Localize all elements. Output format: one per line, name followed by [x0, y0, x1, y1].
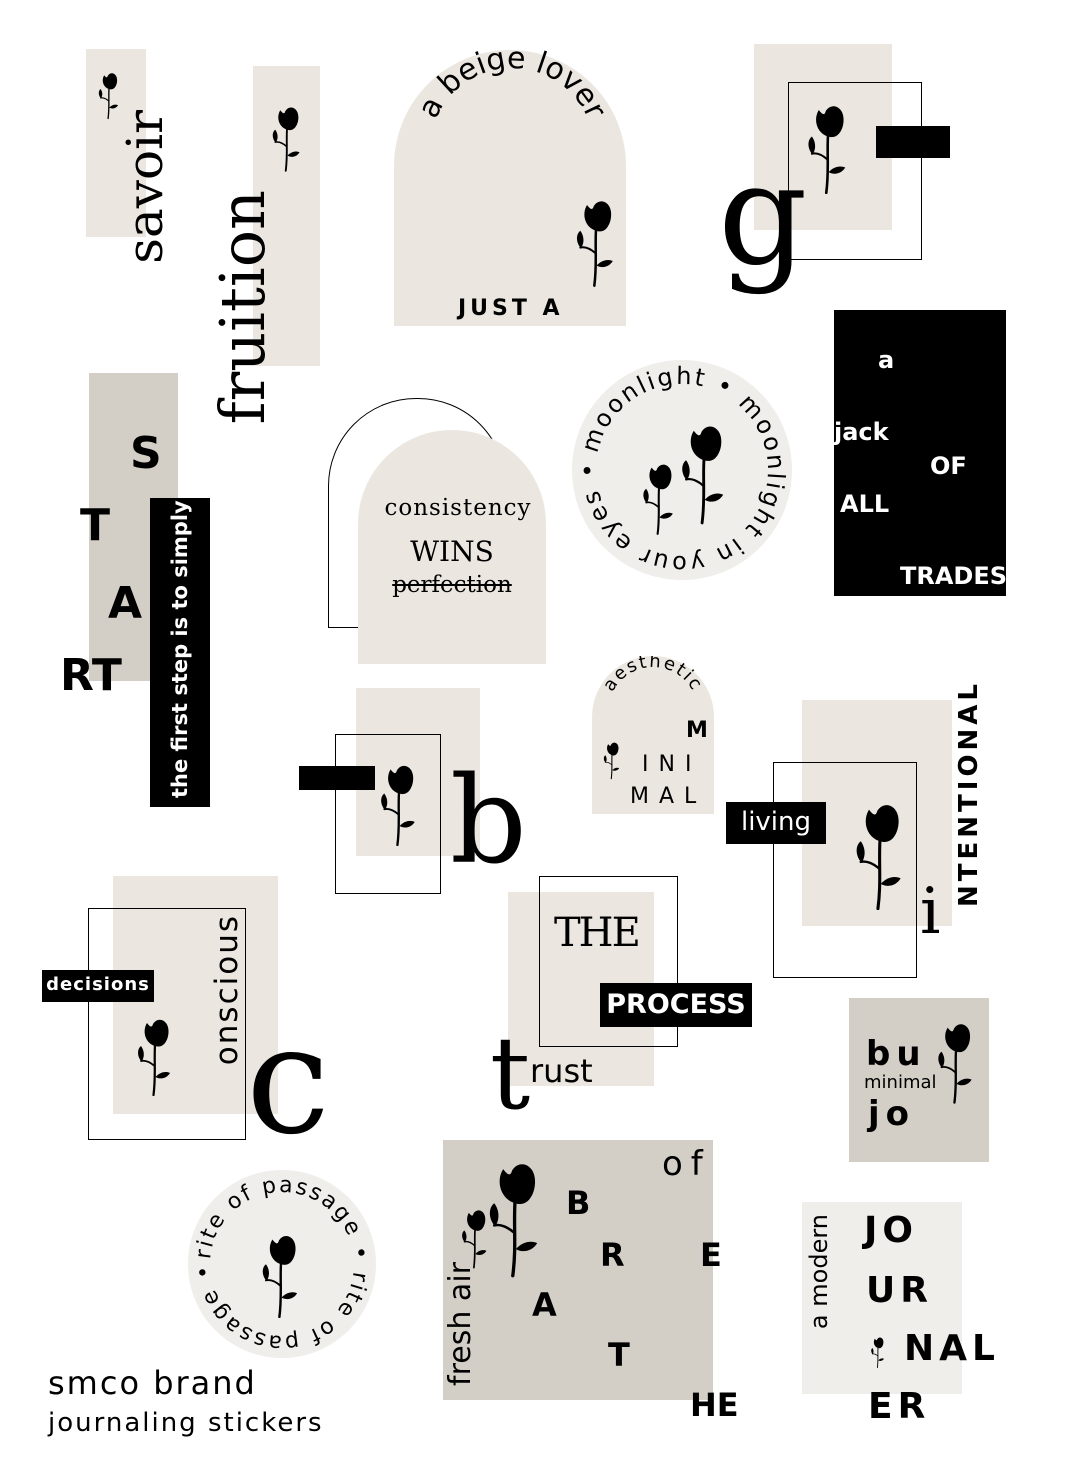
process-sticker-frame — [539, 876, 678, 1047]
flower-icon — [636, 460, 682, 536]
b-sticker-bar — [299, 766, 375, 790]
the-text: THE — [554, 910, 641, 956]
trust-rust: rust — [530, 1052, 593, 1090]
savoir-text: savoir — [116, 110, 174, 264]
brand-tagline: journaling stickers — [48, 1408, 324, 1438]
breathe-he: HE — [690, 1386, 739, 1424]
intentional-word: NTENTIONAL — [954, 680, 984, 907]
jack-line-4: ALL — [840, 490, 890, 518]
bujo-jo: jo — [868, 1094, 916, 1134]
decisions-label: decisions — [42, 970, 154, 1002]
just-a-text: JUST A — [458, 296, 564, 321]
start-rt: RT — [60, 650, 122, 701]
a-modern-text: a modern — [805, 1214, 833, 1330]
moonlight-sticker — [572, 360, 792, 580]
conscious-c: c — [246, 994, 331, 1168]
beige-lover-arc: a beige lover — [411, 50, 613, 124]
consistency-line-3: perfection — [392, 572, 512, 598]
journal-jo: JO — [864, 1210, 918, 1251]
breathe-t: T — [608, 1336, 630, 1374]
fresh-air-text: fresh air — [443, 1262, 478, 1386]
aesthetic-arc: aesthetic — [599, 656, 708, 695]
brand-name: smco brand — [48, 1364, 257, 1402]
b-sticker-frame — [335, 734, 441, 894]
jack-line-2: jack — [834, 418, 889, 446]
flower-icon — [266, 78, 308, 198]
fruition-text: fruition — [206, 190, 279, 425]
journal-sticker — [802, 1202, 962, 1394]
first-step-strip — [150, 498, 210, 807]
start-t: T — [80, 500, 111, 551]
consistency-sticker — [358, 430, 546, 664]
flower-icon — [868, 1326, 888, 1378]
consistency-line-2: WINS — [410, 535, 494, 568]
beige-lover-sticker — [394, 50, 626, 326]
breathe-r: R — [600, 1236, 625, 1274]
jack-line-1: a — [878, 346, 895, 374]
flower-icon — [372, 762, 426, 846]
moonlight-ring: moonlight • moonlight in your eyes • — [574, 362, 790, 578]
intentional-sticker-frame — [773, 762, 917, 978]
minimal-line-2: INI — [642, 752, 702, 777]
consistency-line-1: consistency — [384, 495, 532, 521]
start-s: S — [130, 428, 162, 479]
b-letter: b — [450, 752, 527, 891]
bujo-minimal: minimal — [864, 1072, 937, 1093]
jack-line-5: TRADES — [900, 562, 1006, 590]
living-label: living — [726, 802, 826, 844]
g-letter: g — [718, 134, 808, 297]
jack-line-3: OF — [930, 452, 967, 480]
svg-text:a beige lover: a beige lover — [411, 50, 613, 124]
breathe-e: E — [700, 1236, 722, 1274]
g-sticker-bar — [876, 126, 950, 158]
flower-icon — [568, 168, 624, 316]
process-label: PROCESS — [600, 983, 752, 1027]
start-a: A — [108, 578, 143, 629]
conscious-word: onscious — [209, 914, 245, 1066]
journal-nal: NAL — [904, 1328, 1000, 1369]
journal-er: ER — [868, 1386, 931, 1427]
first-step-text: the first step is to simply — [168, 500, 192, 798]
bujo-bu: bu — [866, 1034, 927, 1074]
flower-icon — [842, 800, 918, 910]
minimal-line-3: MAL — [630, 784, 707, 809]
trust-t: t — [490, 1015, 531, 1132]
intentional-i: i — [920, 875, 941, 949]
minimal-sticker — [592, 656, 714, 814]
svg-text:aesthetic: aesthetic — [599, 656, 708, 695]
breathe-of: of — [662, 1144, 711, 1184]
journal-ur: UR — [866, 1270, 933, 1311]
jack-sticker: a jack OF ALL TRADES — [834, 310, 1006, 596]
g-sticker-bg — [754, 44, 892, 230]
g-sticker-frame — [788, 82, 922, 260]
breathe-a: A — [532, 1286, 557, 1324]
breathe-b: B — [566, 1184, 591, 1222]
flower-icon — [930, 1004, 982, 1120]
flower-icon — [120, 1016, 190, 1096]
flower-icon — [244, 1232, 318, 1318]
flower-icon — [600, 730, 624, 790]
b-sticker-bg — [356, 688, 480, 856]
minimal-line-1: M — [686, 718, 708, 743]
breathe-sticker — [443, 1140, 713, 1400]
conscious-sticker-frame — [88, 908, 246, 1140]
